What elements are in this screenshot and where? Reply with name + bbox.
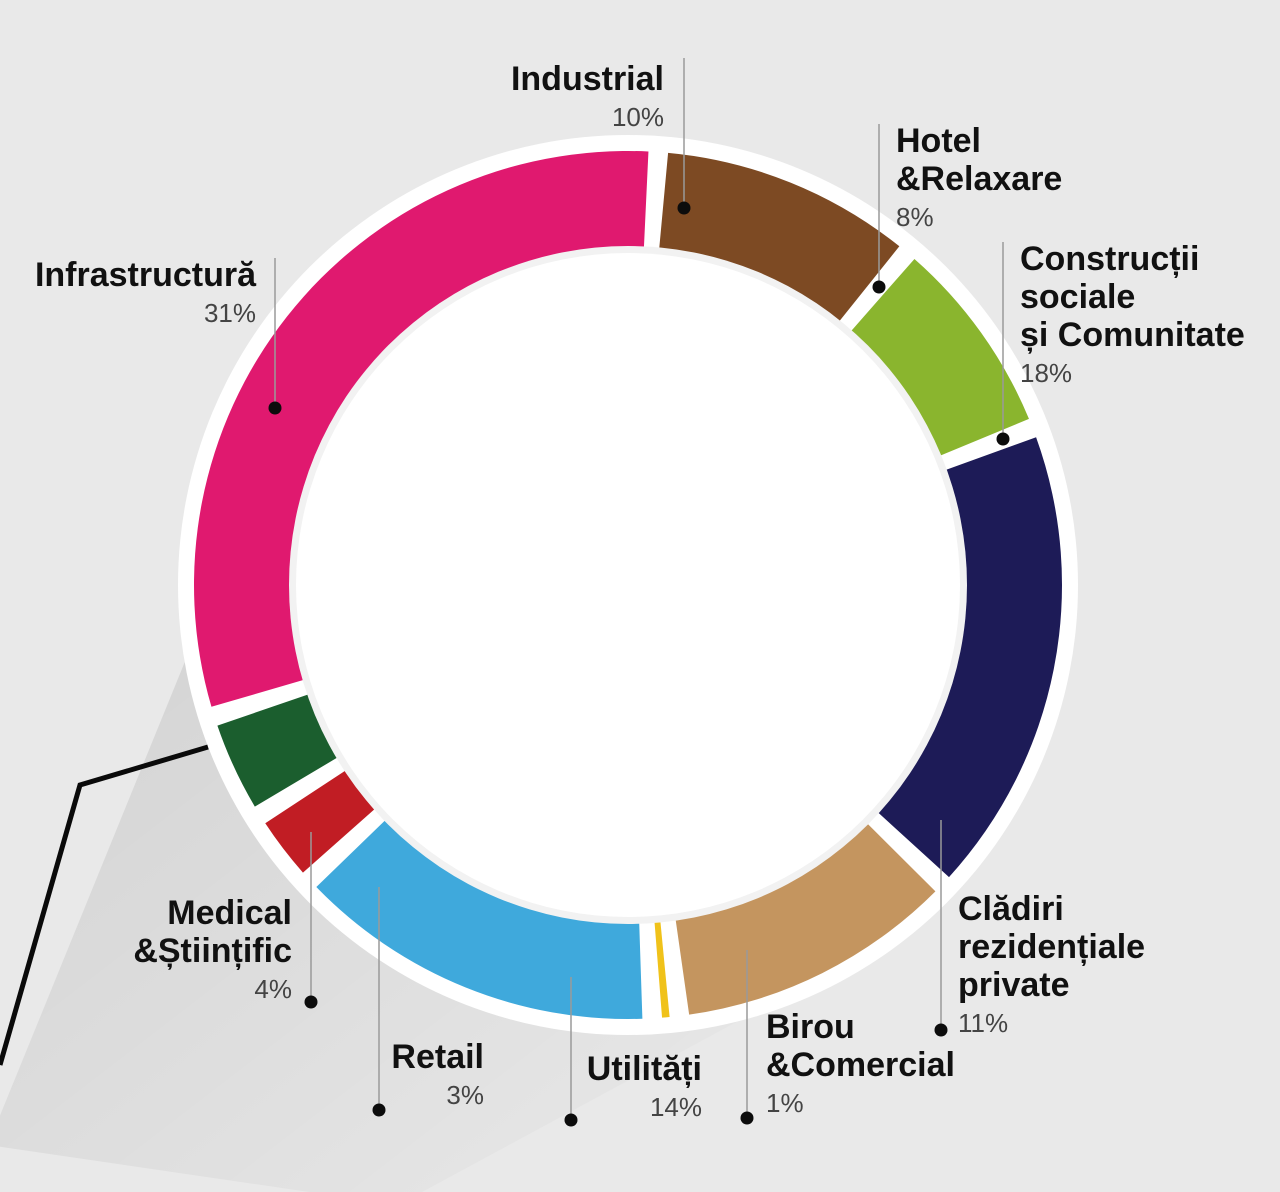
donut-slice[interactable]	[194, 151, 649, 707]
slice-label: Hotel	[896, 122, 981, 160]
leader-dot	[268, 401, 282, 415]
slice-label: rezidențiale	[958, 928, 1145, 966]
slice-value-label: 4%	[254, 974, 292, 1004]
donut-slice[interactable]	[217, 694, 339, 807]
donut-slice[interactable]	[316, 819, 643, 1020]
slice-value-label: 11%	[958, 1008, 1008, 1038]
leader-dot	[372, 1103, 386, 1117]
slice-value-label: 8%	[896, 202, 934, 232]
leader-dot	[677, 201, 691, 215]
leader-dot	[564, 1113, 578, 1127]
donut-slice[interactable]	[659, 152, 900, 322]
donut-slice[interactable]	[877, 437, 1063, 878]
slice-label: Clădiri	[958, 890, 1064, 928]
slice-label: Medical	[167, 894, 292, 932]
slice-label: Birou	[766, 1008, 855, 1046]
donut-slice[interactable]	[265, 770, 376, 873]
slice-label: Retail	[391, 1038, 484, 1076]
leader-dot	[304, 995, 318, 1009]
leader-dot	[740, 1111, 754, 1125]
slice-value-label: 14%	[650, 1092, 702, 1122]
leader-dot	[872, 280, 886, 294]
slice-label: private	[958, 966, 1070, 1004]
donut-center	[296, 253, 960, 917]
chart-center	[289, 246, 967, 924]
leader-dot	[934, 1023, 948, 1037]
slice-value-label: 3%	[446, 1080, 484, 1110]
leader-dot	[996, 432, 1010, 446]
chart-labels: Industrial 10% Hotel&Relaxare 8% Construcții…	[35, 60, 1245, 1122]
slice-label: și Comunitate	[1020, 316, 1245, 354]
slice-label: sociale	[1020, 278, 1135, 316]
slice-value-label: 1%	[766, 1088, 804, 1118]
donut-slice[interactable]	[675, 822, 936, 1015]
slice-label: &Științific	[133, 932, 292, 970]
chart-leaders	[268, 58, 1010, 1127]
slice-label: Construcții	[1020, 240, 1199, 278]
slice-label: Infrastructură	[35, 256, 257, 294]
slice-value-label: 31%	[204, 298, 256, 328]
slice-value-label: 18%	[1020, 358, 1072, 388]
slice-label: &Comercial	[766, 1046, 955, 1084]
slice-label: Industrial	[511, 60, 664, 98]
chart-slices	[194, 151, 1063, 1020]
donut-slice[interactable]	[654, 920, 670, 1018]
slice-label: &Relaxare	[896, 160, 1062, 198]
slice-value-label: 10%	[612, 102, 664, 132]
accent-line	[0, 744, 209, 1066]
donut-slice[interactable]	[850, 258, 1029, 457]
slice-label: Utilități	[587, 1050, 702, 1088]
